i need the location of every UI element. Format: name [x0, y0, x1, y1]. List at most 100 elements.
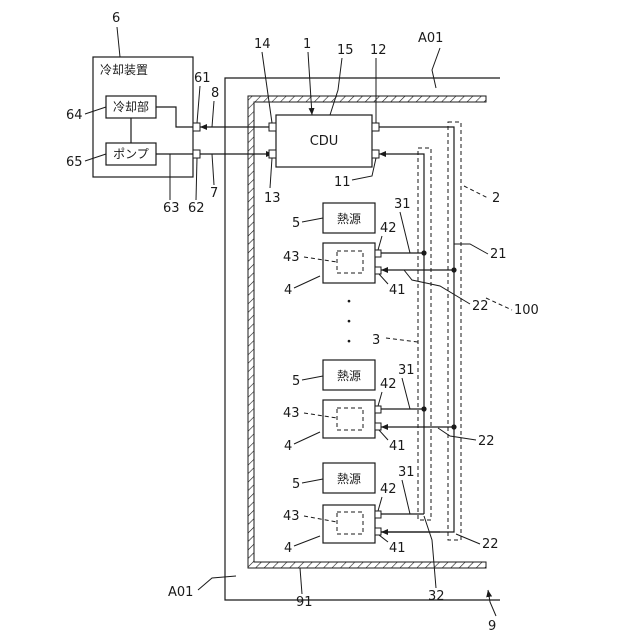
ref-22-b: 22 [478, 434, 495, 449]
leader-32 [424, 516, 436, 588]
port-41-c [375, 528, 381, 535]
ref-32: 32 [428, 589, 445, 604]
ref-4-a: 4 [284, 283, 292, 298]
leader-3 [386, 338, 418, 342]
leader-a01-bottom [198, 576, 236, 590]
a01-bottom-label: A01 [168, 585, 193, 600]
leader-100 [486, 298, 512, 310]
leader-14 [262, 52, 272, 123]
ref-12: 12 [370, 43, 387, 58]
leader-2 [464, 186, 488, 198]
cdu-label: CDU [310, 134, 339, 149]
port-42-a [375, 250, 381, 257]
ref-31-b: 31 [398, 363, 415, 378]
leader-31-b [402, 378, 410, 409]
ref-4-c: 4 [284, 541, 292, 556]
ref-2: 2 [492, 191, 500, 206]
leader-5-b [302, 376, 323, 380]
leader-42-c [378, 497, 382, 511]
ref-14: 14 [254, 37, 271, 52]
leader-a01-top [432, 48, 440, 88]
leader-22-b [438, 428, 476, 440]
ref-65: 65 [66, 155, 83, 170]
ref-91: 91 [296, 595, 313, 610]
port-11 [372, 150, 379, 158]
heat-source-1-label: 熱源 [337, 212, 361, 226]
ellipsis-2: ・ [342, 315, 355, 330]
leader-15 [330, 58, 342, 115]
ref-5-c: 5 [292, 477, 300, 492]
leader-13 [270, 158, 272, 188]
ref-13: 13 [264, 191, 281, 206]
ref-43-b: 43 [283, 406, 300, 421]
ref-8: 8 [211, 86, 219, 101]
port-14 [269, 123, 276, 131]
ref-5-a: 5 [292, 216, 300, 231]
leader-9 [488, 590, 496, 616]
ref-43-a: 43 [283, 250, 300, 265]
junction-out-2 [421, 406, 426, 411]
ref-5-b: 5 [292, 374, 300, 389]
ref-43-c: 43 [283, 509, 300, 524]
port-61 [193, 123, 200, 131]
leader-4-c [294, 536, 320, 546]
leader-7 [212, 154, 214, 185]
leader-31-c [402, 480, 410, 514]
ref-42-b: 42 [380, 377, 397, 392]
ref-15: 15 [337, 43, 354, 58]
leader-22-c [456, 534, 480, 544]
ellipsis-3: ・ [342, 335, 355, 350]
junction-in-1 [451, 267, 456, 272]
ref-64: 64 [66, 108, 83, 123]
ref-22-c: 22 [482, 537, 499, 552]
leader-4-b [294, 432, 320, 444]
ref-42-c: 42 [380, 482, 397, 497]
leader-1 [308, 52, 312, 115]
cooling-target-3 [323, 505, 375, 543]
ref-41-b: 41 [389, 439, 406, 454]
ref-3: 3 [372, 333, 380, 348]
ellipsis-1: ・ [342, 295, 355, 310]
leader-41-b [379, 430, 388, 440]
ref-41-c: 41 [389, 541, 406, 556]
leader-61 [197, 86, 200, 123]
ref-62: 62 [188, 201, 205, 216]
ref-31-c: 31 [398, 465, 415, 480]
leader-42-b [378, 392, 382, 406]
leader-62 [196, 158, 197, 200]
cooling-target-1 [323, 243, 375, 283]
ref-21: 21 [490, 247, 507, 262]
port-41-b [375, 423, 381, 430]
leader-41-c [379, 535, 388, 542]
ref-6: 6 [112, 11, 120, 26]
cooling-target-2 [323, 400, 375, 438]
ref-63: 63 [163, 201, 180, 216]
leader-4-a [294, 276, 320, 288]
ref-100: 100 [514, 303, 539, 318]
leader-91 [300, 568, 302, 594]
heat-source-2-label: 熱源 [337, 369, 361, 383]
ref-42-a: 42 [380, 221, 397, 236]
leader-41-a [379, 274, 388, 284]
leader-42-a [378, 236, 382, 250]
ref-4-b: 4 [284, 439, 292, 454]
ref-41-a: 41 [389, 283, 406, 298]
ref-9: 9 [488, 619, 496, 634]
leader-6 [117, 27, 120, 57]
pump-label: ポンプ [113, 147, 149, 161]
port-42-c [375, 511, 381, 518]
ref-61: 61 [194, 71, 211, 86]
leader-31-a [400, 212, 410, 253]
ref-31-a: 31 [394, 197, 411, 212]
junction-out-1 [421, 250, 426, 255]
a01-top-label: A01 [418, 31, 443, 46]
port-12 [372, 123, 379, 131]
leader-8 [212, 101, 214, 127]
heat-source-3-label: 熱源 [337, 472, 361, 486]
ref-7: 7 [210, 186, 218, 201]
leader-5-c [302, 479, 323, 483]
leader-22-a [404, 270, 470, 304]
junction-in-2 [451, 424, 456, 429]
cooling-device-title: 冷却装置 [100, 63, 148, 77]
